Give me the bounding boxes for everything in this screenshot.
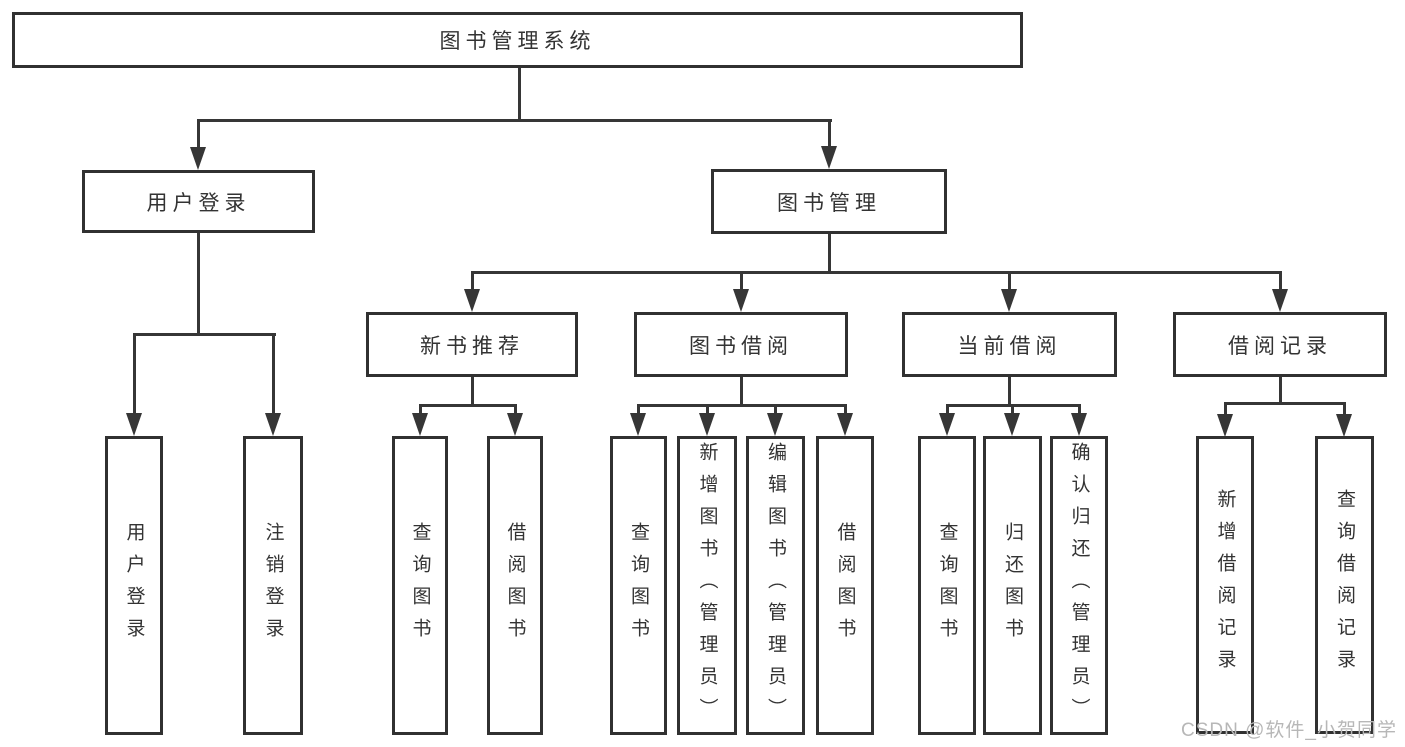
leaf-query-borrow-record: 查询借阅记录: [1315, 436, 1374, 734]
leaf-label: 查询图书: [936, 521, 958, 650]
node-label: 图书借阅: [689, 334, 793, 358]
node-book-management: 图书管理: [711, 169, 947, 234]
connector-leaf-stem: [636, 404, 640, 418]
connector-leaf-stem: [513, 404, 517, 418]
connector-book-mgmt-stem: [827, 119, 831, 151]
connector-root-rail: [196, 119, 832, 122]
arrow-down-icon: [939, 413, 955, 436]
arrow-down-icon: [630, 413, 646, 436]
arrow-down-icon: [507, 413, 523, 436]
node-book-borrowing: 图书借阅: [634, 312, 848, 377]
arrow-down-icon: [126, 413, 142, 436]
arrow-down-icon: [265, 413, 281, 436]
leaf-label: 确认归还（管理员）: [1068, 441, 1090, 730]
connector-current-down: [1007, 377, 1011, 407]
connector-l3-stem: [739, 271, 743, 294]
arrow-down-icon: [837, 413, 853, 436]
arrow-down-icon: [464, 289, 480, 312]
arrow-down-icon: [1336, 414, 1352, 437]
leaf-borrow-books: 借阅图书: [816, 436, 874, 735]
leaf-label: 归还图书: [1002, 521, 1023, 650]
arrow-down-icon: [1272, 289, 1288, 312]
arrow-down-icon: [1001, 289, 1017, 312]
leaf-logout: 注销登录: [243, 436, 303, 735]
leaf-label: 查询图书: [628, 521, 649, 650]
node-label: 借阅记录: [1228, 334, 1332, 358]
leaf-return-books: 归还图书: [983, 436, 1042, 735]
node-label: 新书推荐: [420, 334, 524, 358]
connector-leaf-stem: [418, 404, 422, 418]
connector-leaf-stem: [271, 333, 275, 417]
connector-l3-stem: [1278, 271, 1282, 294]
connector-borrowing-rail: [636, 404, 847, 407]
arrow-down-icon: [1071, 413, 1087, 436]
leaf-query-books-current: 查询图书: [918, 436, 976, 735]
connector-newrec-rail: [418, 404, 517, 407]
connector-records-rail: [1223, 402, 1346, 405]
arrow-down-icon: [190, 147, 206, 170]
connector-l3-stem: [470, 271, 474, 294]
connector-leaf-stem: [773, 404, 777, 418]
connector-leaf-stem: [945, 404, 949, 418]
node-library-management-system: 图书管理系统: [12, 12, 1023, 68]
connector-leaf-stem: [1223, 402, 1227, 417]
csdn-watermark: CSDN @软件_小贺同学: [1181, 720, 1397, 741]
leaf-label: 编辑图书（管理员）: [765, 441, 786, 730]
leaf-confirm-return-admin: 确认归还（管理员）: [1050, 436, 1108, 735]
connector-leaf-stem: [705, 404, 709, 418]
leaf-add-book-admin: 新增图书（管理员）: [677, 436, 737, 735]
connector-root-stem: [517, 68, 521, 121]
node-current-borrowing: 当前借阅: [902, 312, 1117, 377]
connector-newrec-down: [470, 377, 474, 407]
arrow-down-icon: [412, 413, 428, 436]
leaf-label: 用户登录: [123, 521, 145, 650]
arrow-down-icon: [699, 413, 715, 436]
leaf-query-books-recommend: 查询图书: [392, 436, 448, 735]
connector-borrowing-down: [739, 377, 743, 407]
leaf-add-borrow-record: 新增借阅记录: [1196, 436, 1254, 734]
node-label: 当前借阅: [957, 334, 1062, 358]
arrow-down-icon: [1217, 414, 1233, 437]
node-user-login: 用户登录: [82, 170, 315, 233]
node-label: 图书管理: [777, 191, 881, 215]
node-borrowing-records: 借阅记录: [1173, 312, 1387, 377]
connector-leaf-stem: [132, 333, 136, 417]
node-label: 用户登录: [146, 191, 251, 215]
connector-leaf-stem: [1077, 404, 1081, 418]
leaf-query-books-borrowing: 查询图书: [610, 436, 667, 735]
arrow-down-icon: [1004, 413, 1020, 436]
connector-book-mgmt-rail: [470, 271, 1282, 274]
leaf-label: 查询图书: [409, 521, 431, 650]
connector-records-down: [1278, 377, 1282, 405]
leaf-user-login: 用户登录: [105, 436, 163, 735]
arrow-down-icon: [821, 146, 837, 169]
leaf-label: 查询借阅记录: [1334, 489, 1355, 681]
connector-leaf-stem: [1342, 402, 1346, 417]
leaf-label: 借阅图书: [504, 521, 526, 650]
arrow-down-icon: [733, 289, 749, 312]
connector-leaf-stem: [843, 404, 847, 418]
arrow-down-icon: [767, 413, 783, 436]
connector-book-mgmt-down: [827, 234, 831, 274]
connector-user-login-stem: [196, 119, 200, 152]
connector-l3-stem: [1007, 271, 1011, 294]
leaf-edit-book-admin: 编辑图书（管理员）: [746, 436, 805, 735]
connector-user-login-down: [196, 233, 200, 335]
leaf-borrow-books-recommend: 借阅图书: [487, 436, 543, 735]
node-label: 图书管理系统: [439, 30, 596, 53]
leaf-label: 注销登录: [262, 521, 284, 650]
connector-leaf-stem: [1010, 404, 1014, 418]
leaf-label: 借阅图书: [834, 521, 856, 650]
leaf-label: 新增图书（管理员）: [696, 441, 718, 730]
connector-user-login-rail: [132, 333, 276, 336]
leaf-label: 新增借阅记录: [1214, 489, 1236, 681]
node-new-book-recommendation: 新书推荐: [366, 312, 578, 377]
